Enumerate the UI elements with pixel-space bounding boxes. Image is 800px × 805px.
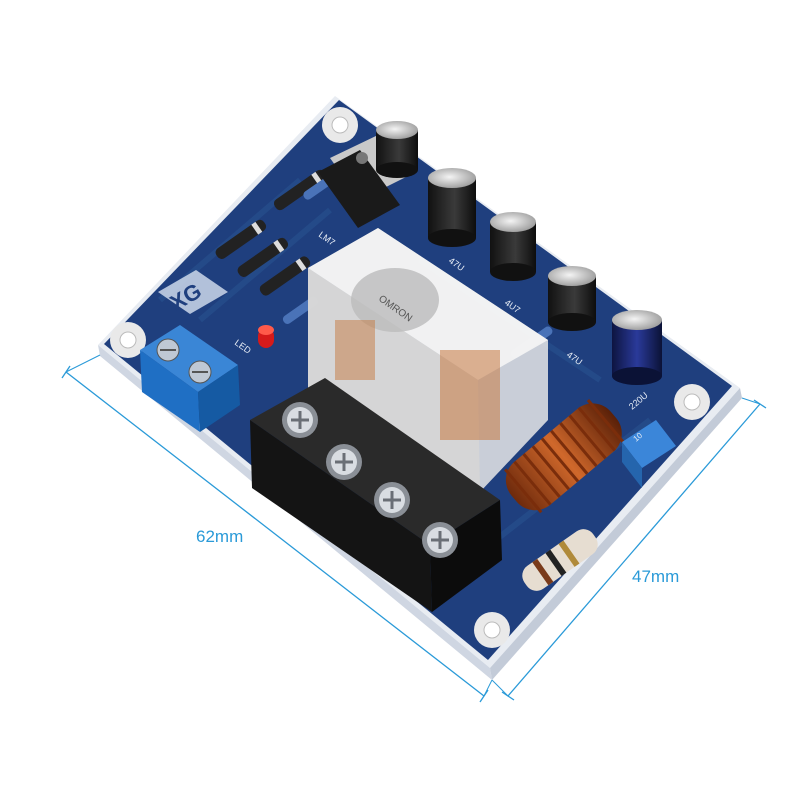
capacitor-4 bbox=[548, 266, 596, 331]
screw-4 bbox=[422, 522, 458, 558]
capacitor-220u bbox=[612, 310, 662, 385]
mounting-hole-right bbox=[674, 384, 710, 420]
brand-logo bbox=[158, 270, 228, 314]
copper-coil-inductor bbox=[504, 399, 626, 514]
screw-1 bbox=[282, 402, 318, 438]
capacitor-2 bbox=[428, 168, 476, 247]
mounting-hole-top bbox=[322, 107, 358, 143]
screw-3 bbox=[374, 482, 410, 518]
capacitor-1 bbox=[376, 121, 418, 178]
blue-terminal-block bbox=[140, 325, 240, 432]
width-dimension-label: 62mm bbox=[196, 527, 244, 546]
power-resistor bbox=[522, 529, 598, 591]
screw-2 bbox=[326, 444, 362, 480]
dimension-line-width bbox=[61, 354, 493, 703]
film-capacitor bbox=[622, 420, 676, 488]
relay bbox=[308, 228, 548, 492]
dimension-line-depth bbox=[491, 397, 767, 701]
mounting-hole-left bbox=[110, 322, 146, 358]
mounting-hole-bottom bbox=[474, 612, 510, 648]
capacitor-3 bbox=[490, 212, 536, 281]
red-led bbox=[258, 325, 274, 348]
depth-dimension-label: 47mm bbox=[632, 567, 680, 586]
